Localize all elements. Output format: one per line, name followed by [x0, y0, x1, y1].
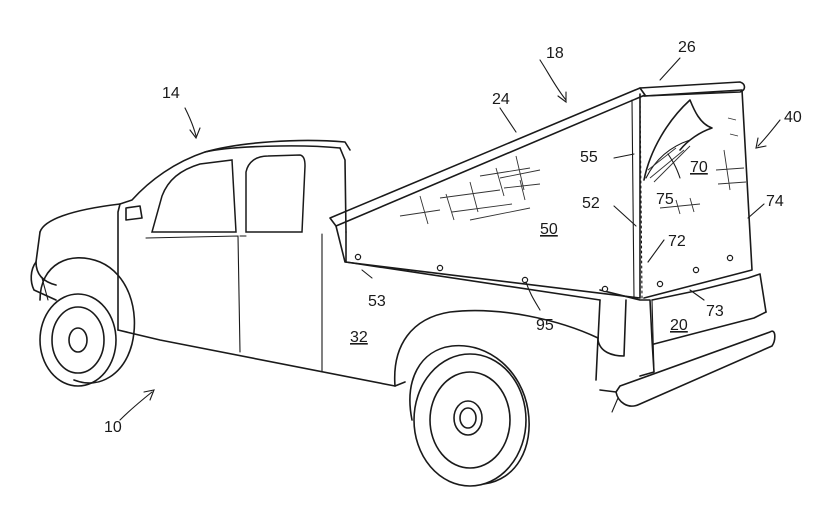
ref-20: 20	[670, 317, 688, 334]
ref-26: 26	[678, 39, 696, 56]
ref-24: 24	[492, 91, 510, 108]
reference-numerals: 10 14 18 20 24 26 32 40 50 52 53 55 70 7…	[104, 39, 802, 436]
ref-73: 73	[706, 303, 724, 320]
front-window	[151, 159, 237, 233]
ref-50: 50	[540, 221, 558, 238]
truck-body	[30, 139, 776, 413]
ref-32: 32	[350, 329, 368, 346]
ref-55: 55	[580, 149, 598, 166]
ref-75: 75	[656, 191, 674, 208]
ref-70: 70	[690, 159, 708, 176]
ref-74: 74	[766, 193, 784, 210]
leader-lines	[119, 57, 781, 421]
ref-18: 18	[546, 45, 564, 62]
front-wheel	[39, 257, 136, 387]
ref-40: 40	[784, 109, 802, 126]
ref-10: 10	[104, 419, 122, 436]
ref-14: 14	[162, 85, 180, 102]
ref-52: 52	[582, 195, 600, 212]
tent-assembly	[329, 81, 753, 299]
rear-wheel	[409, 344, 530, 487]
ref-72: 72	[668, 233, 686, 250]
rear-window	[245, 154, 306, 233]
ref-53: 53	[368, 293, 386, 310]
mesh-pattern	[399, 117, 747, 225]
ref-95: 95	[536, 317, 554, 334]
